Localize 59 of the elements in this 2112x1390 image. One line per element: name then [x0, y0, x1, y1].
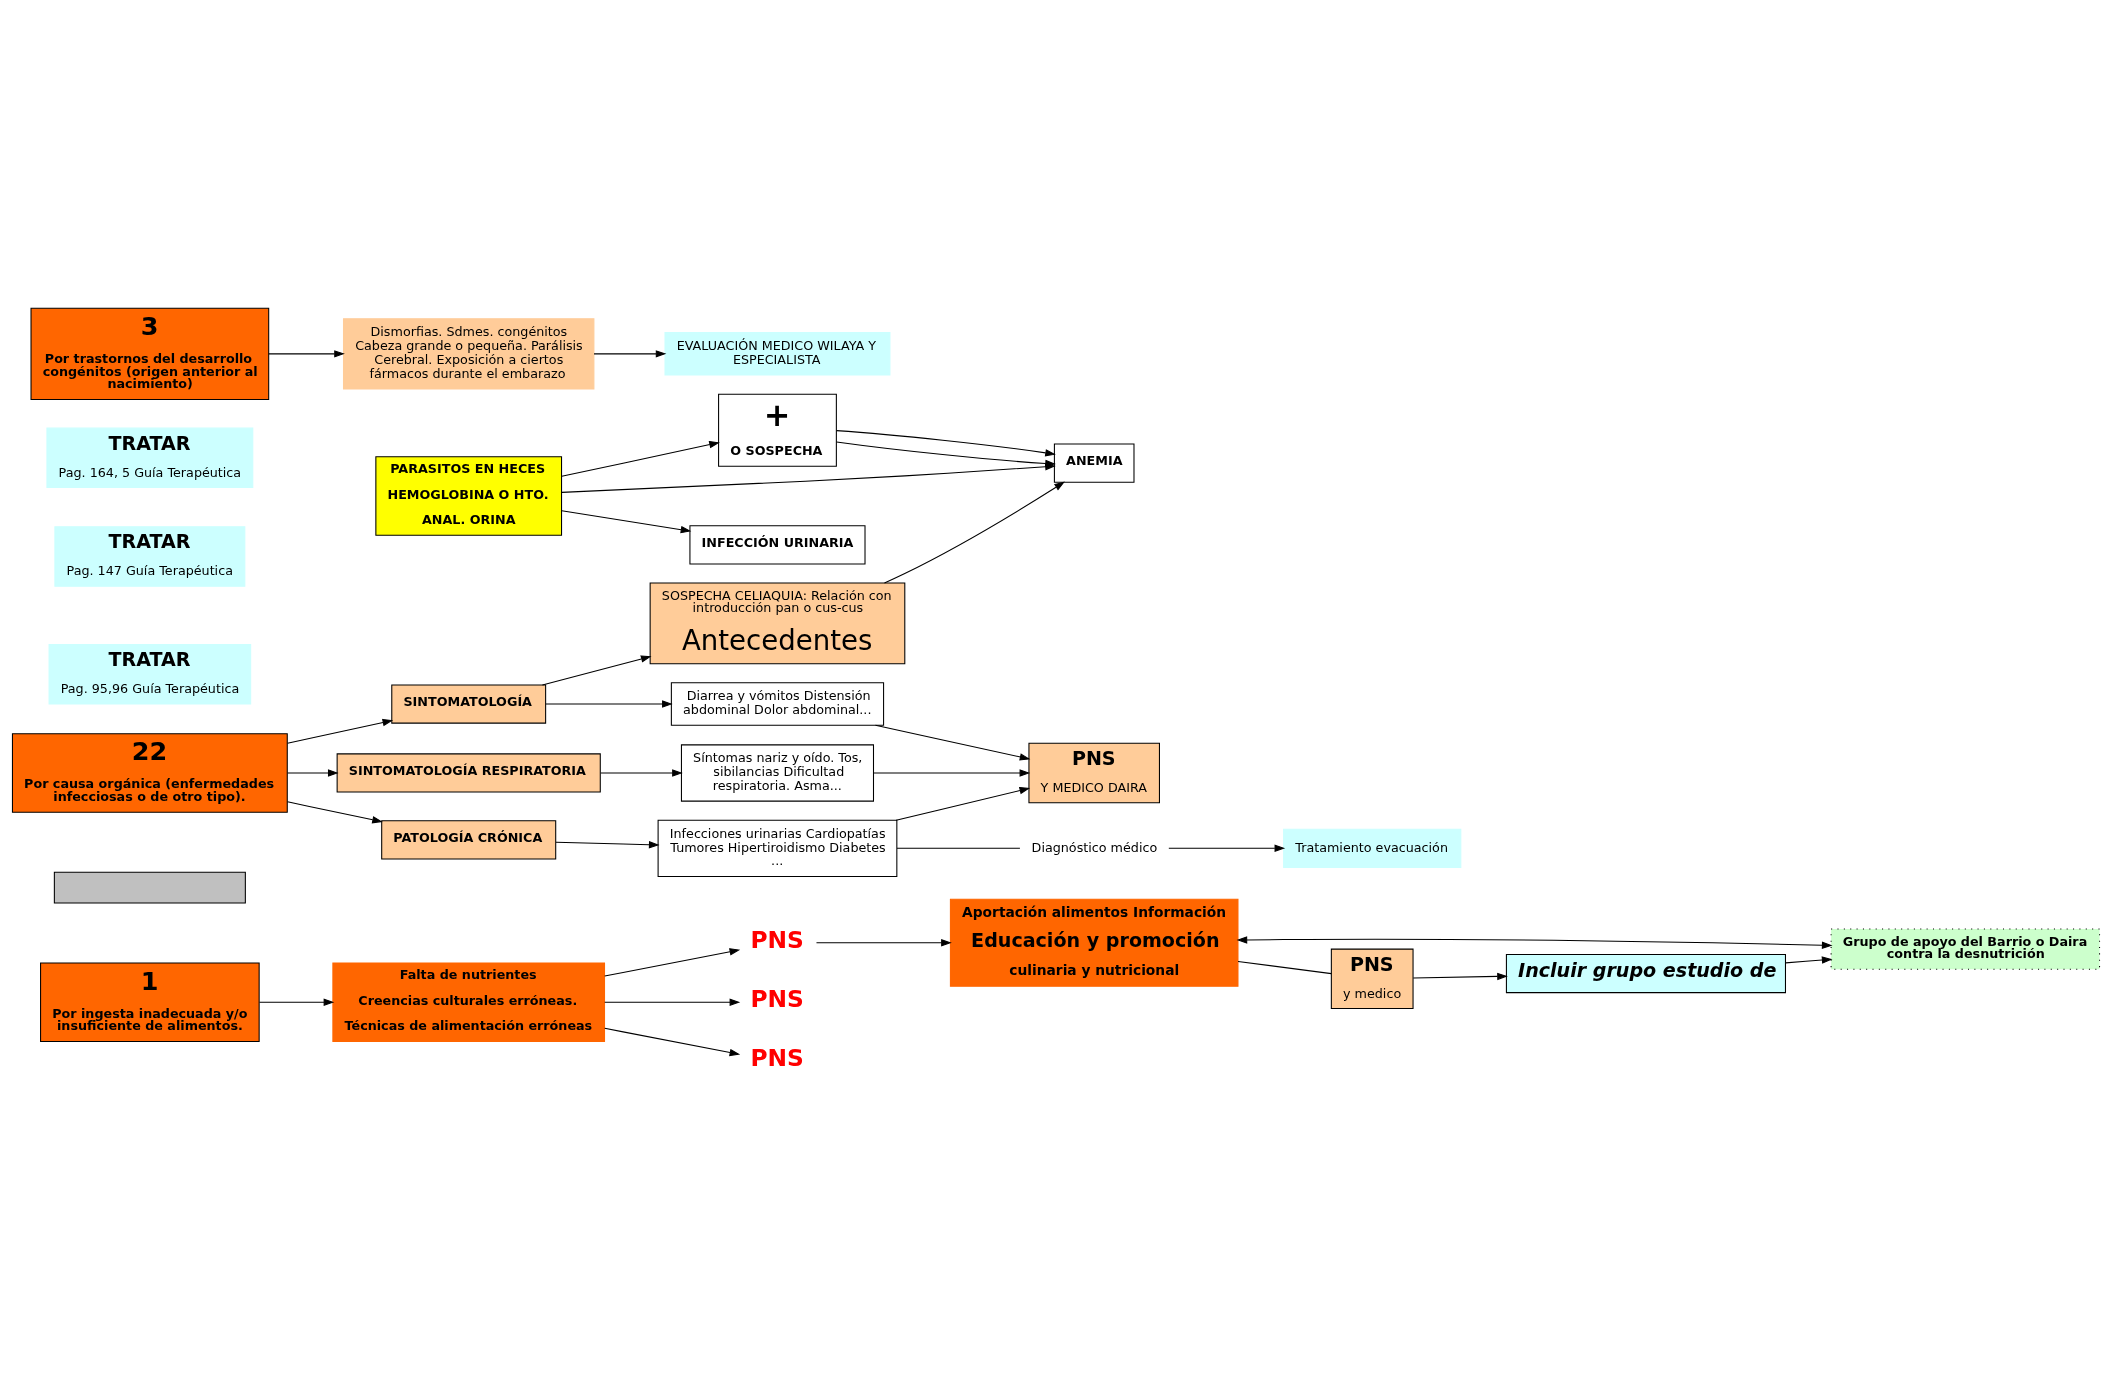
- arrow: [895, 786, 1031, 821]
- node-text: PNS: [750, 925, 804, 954]
- node-box: Tratamiento evacuación: [1283, 828, 1462, 868]
- arrow: [1168, 844, 1286, 853]
- arrow: [874, 724, 1031, 761]
- node-box: 3 Por trastornos del desarrollo congénitos (origen anterior al nacimiento): [30, 307, 270, 401]
- node-box: Incluir grupo estudio de: [1505, 953, 1786, 994]
- arrow: [545, 700, 673, 708]
- arrow: [873, 769, 1031, 777]
- node-box: Grupo de apoyo del Barrio o Daira contra la desnutrición: [1830, 928, 2101, 970]
- arrow: [883, 481, 1065, 584]
- node-box: Dismorfias. Sdmes. congénitos Cabeza grande o pequeña. Parálisis Cerebral. Exposición a ciertos fármacos durante el embarazo: [342, 318, 595, 390]
- node-box: SINTOMATOLOGÍA RESPIRATORIA: [336, 753, 601, 793]
- node-box: Infecciones urinarias Cardiopatías Tumores Hipertiroidismo Diabetes ...: [657, 819, 898, 877]
- node-box: 22 Por causa orgánica (enfermedades infecciosas o de otro tipo).: [11, 733, 288, 813]
- node-box: TRATAR Pag. 164, 5 Guía Terapéutica: [46, 427, 254, 489]
- node-box: SINTOMATOLOGÍA: [391, 684, 547, 724]
- arrow: [1785, 956, 1833, 964]
- arrow: [836, 441, 1056, 468]
- node-box: ANEMIA: [1053, 443, 1135, 483]
- node-text: PNS: [750, 985, 804, 1014]
- node-box: Aportación alimentos Información Educación y promoción culinaria y nutricional: [949, 898, 1239, 987]
- arrow: [1236, 936, 1833, 949]
- node-box: [53, 871, 246, 904]
- arrow: [593, 350, 667, 358]
- node-box: TRATAR Pag. 147 Guía Terapéutica: [54, 526, 246, 587]
- node-box: Falta de nutrientes Creencias culturales erróneas. Técnicas de alimentación erróneas: [332, 962, 606, 1042]
- arrow: [600, 769, 683, 777]
- arrow: [287, 769, 339, 777]
- node-box: PATOLOGÍA CRÓNICA: [381, 820, 557, 860]
- arrow: [604, 998, 741, 1006]
- arrow: [604, 948, 741, 977]
- arrow: [258, 998, 335, 1006]
- node-box: Diarrea y vómitos Distensión abdominal Dolor abdominal...: [670, 682, 885, 726]
- arrow: [287, 718, 394, 744]
- arrow: [836, 430, 1056, 457]
- node-box: Síntomas nariz y oído. Tos, sibilancias Dificultad respiratoria. Asma...: [680, 744, 875, 802]
- node-box: + O SOSPECHA: [718, 393, 837, 467]
- arrow: [268, 350, 345, 358]
- node-text: Diagnóstico médico: [1031, 839, 1158, 855]
- node-box: EVALUACIÓN MEDICO WILAYA Y ESPECIALISTA: [664, 332, 891, 376]
- arrow: [1412, 972, 1508, 981]
- arrow: [815, 939, 952, 947]
- node-box: INFECCIÓN URINARIA: [689, 525, 866, 565]
- node-box: TRATAR Pag. 95,96 Guía Terapéutica: [48, 644, 252, 705]
- node-text: PNS: [750, 1044, 804, 1073]
- arrow: [604, 1027, 741, 1057]
- node-box: 1 Por ingesta inadecuada y/o insuficiente de alimentos.: [40, 962, 260, 1042]
- node-box: SOSPECHA CELIAQUIA: Relación con introducción pan o cus-cus Antecedentes: [649, 582, 906, 665]
- connector: [896, 847, 1021, 849]
- arrow: [561, 510, 692, 534]
- node-box: PARASITOS EN HECES HEMOGLOBINA O HTO. ANAL. ORINA: [375, 456, 563, 536]
- node-box: PNS Y MEDICO DAIRA: [1028, 742, 1160, 804]
- connector: [1237, 960, 1332, 975]
- arrow: [555, 841, 660, 849]
- arrow: [541, 655, 652, 686]
- arrow: [561, 441, 720, 477]
- node-box: PNS y medico: [1330, 948, 1414, 1010]
- arrow: [287, 801, 383, 824]
